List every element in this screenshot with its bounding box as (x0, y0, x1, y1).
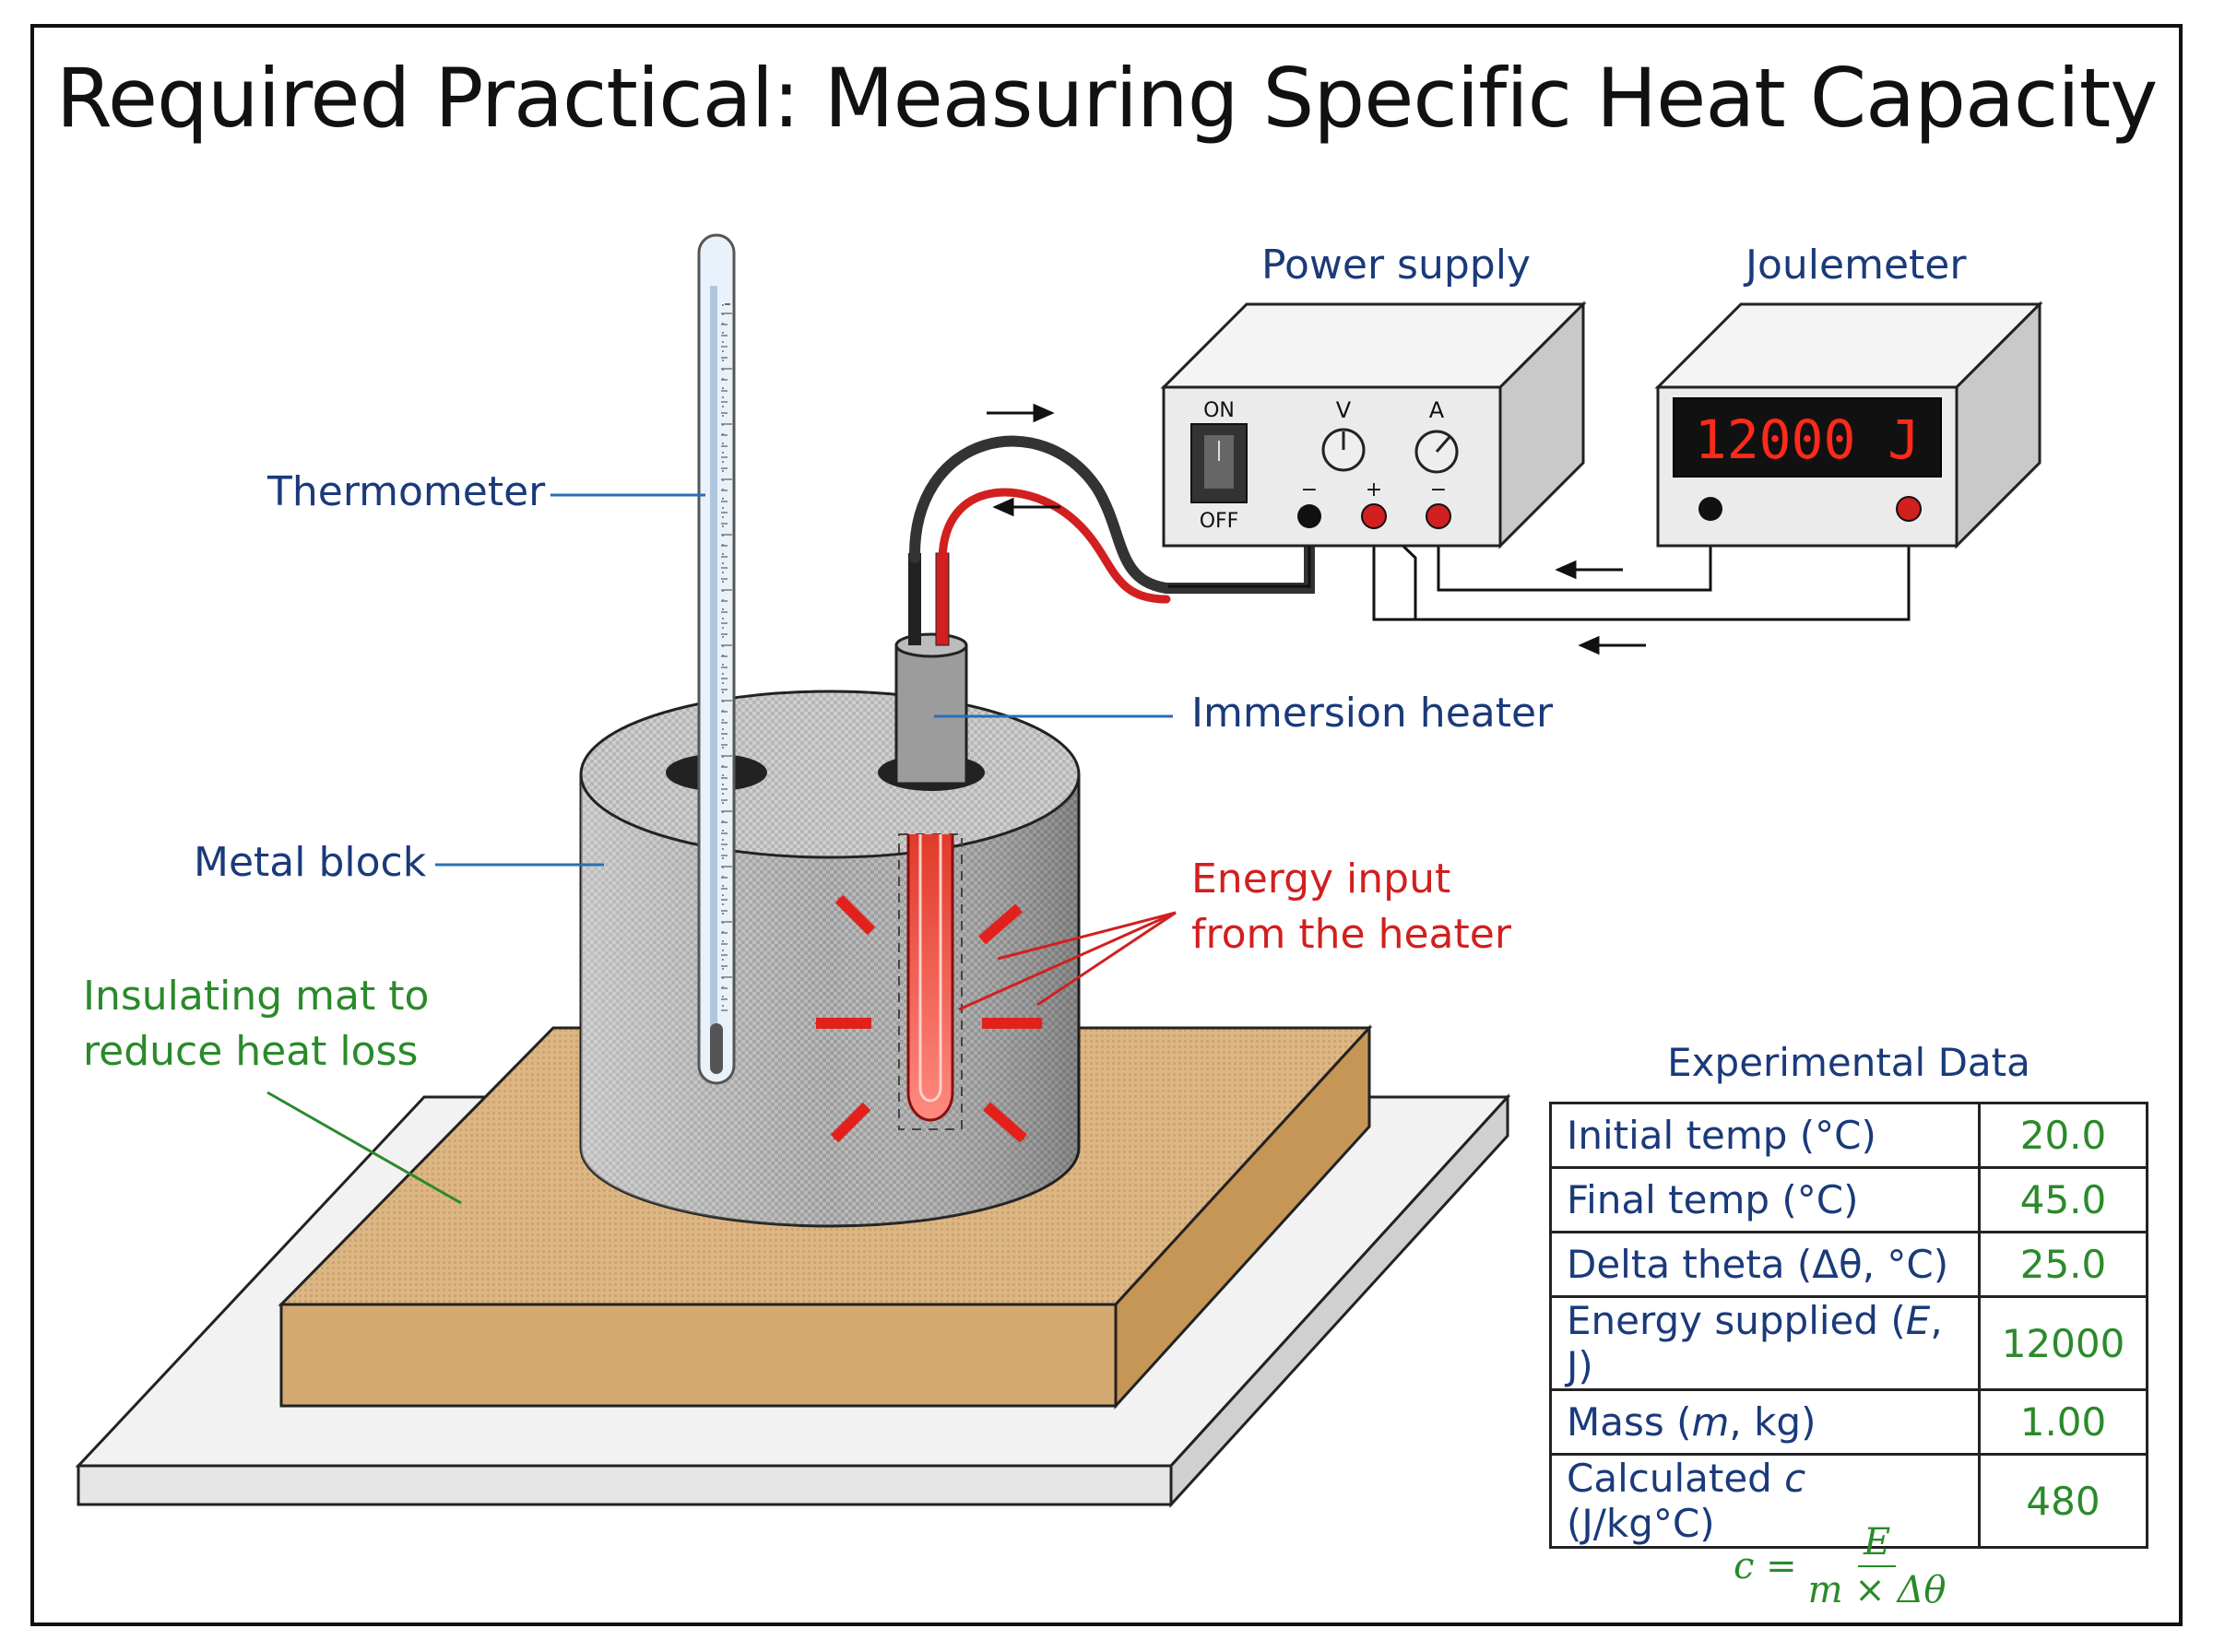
experimental-data-title: Experimental Data (1667, 1040, 2030, 1085)
metal-block-label: Metal block (194, 839, 427, 886)
power-supply-label: Power supply (1261, 242, 1531, 289)
joulemeter-display: 12000 J (1695, 408, 1920, 471)
row-value: 25.0 (1978, 1231, 2148, 1298)
row-key-post: , J) (1567, 1298, 1943, 1388)
table-row: Energy supplied (E, J) 12000 (1549, 1295, 2148, 1391)
row-key-pre: Mass ( (1567, 1399, 1692, 1445)
current-arrows (987, 403, 1646, 655)
table-row: Mass (m, kg) 1.00 (1549, 1388, 2148, 1456)
row-value: 20.0 (1978, 1102, 2148, 1169)
row-key-post: , kg) (1729, 1399, 1817, 1445)
row-value: 45.0 (1978, 1166, 2148, 1233)
table-row: Final temp (°C) 45.0 (1549, 1166, 2148, 1233)
row-key: Final temp (°C) (1549, 1166, 1981, 1233)
immersion-heater-housing (894, 552, 968, 785)
row-key: Initial temp (°C) (1549, 1102, 1981, 1169)
experimental-data-table: Initial temp (°C) 20.0 Final temp (°C) 4… (1549, 1102, 2148, 1549)
ps-a-label: A (1429, 397, 1445, 423)
energy-input-label-line1: Energy input (1191, 856, 1451, 903)
thermometer-scale (721, 313, 732, 1011)
row-key-pre: Energy supplied ( (1567, 1298, 1906, 1343)
row-key-var: m (1691, 1399, 1730, 1445)
insulating-mat-label-line1: Insulating mat to (83, 973, 430, 1020)
formula-fraction: E m × Δθ (1808, 1521, 1947, 1611)
table-row: Calculated c (J/kg°C) 480 (1549, 1453, 2148, 1549)
ps-v-label: V (1336, 397, 1352, 423)
row-key-var: E (1905, 1298, 1931, 1343)
page-title: Required Practical: Measuring Specific H… (55, 51, 2159, 146)
insulating-mat-label-line2: reduce heat loss (83, 1028, 419, 1075)
diagram-frame (30, 24, 2183, 1626)
formula-lhs: c = (1734, 1545, 1797, 1587)
joulemeter-label: Joulemeter (1746, 242, 1967, 289)
row-value: 480 (1978, 1453, 2148, 1549)
ps-plus-label: + (1366, 478, 1382, 502)
row-key: Energy supplied (E, J) (1549, 1295, 1981, 1391)
formula-numerator: E (1857, 1521, 1897, 1567)
row-value: 12000 (1978, 1295, 2148, 1391)
ps-on-label: ON (1203, 399, 1235, 422)
power-supply (1160, 301, 1587, 549)
row-key-post: (J/kg°C) (1567, 1501, 1715, 1546)
ps-minus-label-2: − (1430, 478, 1447, 502)
wires (908, 435, 1911, 621)
row-key: Mass (m, kg) (1549, 1388, 1981, 1456)
heater-element (898, 833, 963, 1130)
formula-denominator: m × Δθ (1807, 1569, 1947, 1611)
table-row: Delta theta (Δθ, °C) 25.0 (1549, 1231, 2148, 1298)
energy-input-label-line2: from the heater (1191, 911, 1511, 958)
heat-arrows (814, 894, 1044, 1143)
table-row: Initial temp (°C) 20.0 (1549, 1102, 2148, 1169)
shc-formula: c = E m × Δθ (1734, 1521, 1946, 1611)
metal-block (579, 690, 1081, 1228)
ps-minus-label-1: − (1301, 478, 1318, 502)
thermometer-label: Thermometer (267, 468, 546, 515)
row-key: Calculated c (J/kg°C) (1549, 1453, 1981, 1549)
row-value: 1.00 (1978, 1388, 2148, 1456)
row-key-var: c (1784, 1456, 1806, 1501)
row-key: Delta theta (Δθ, °C) (1549, 1231, 1981, 1298)
thermometer (697, 233, 736, 1085)
ps-off-label: OFF (1200, 510, 1239, 533)
immersion-heater-label: Immersion heater (1191, 690, 1554, 737)
row-key-pre: Calculated (1567, 1456, 1785, 1501)
joulemeter (1654, 301, 2043, 549)
leader-lines (266, 493, 1177, 1205)
